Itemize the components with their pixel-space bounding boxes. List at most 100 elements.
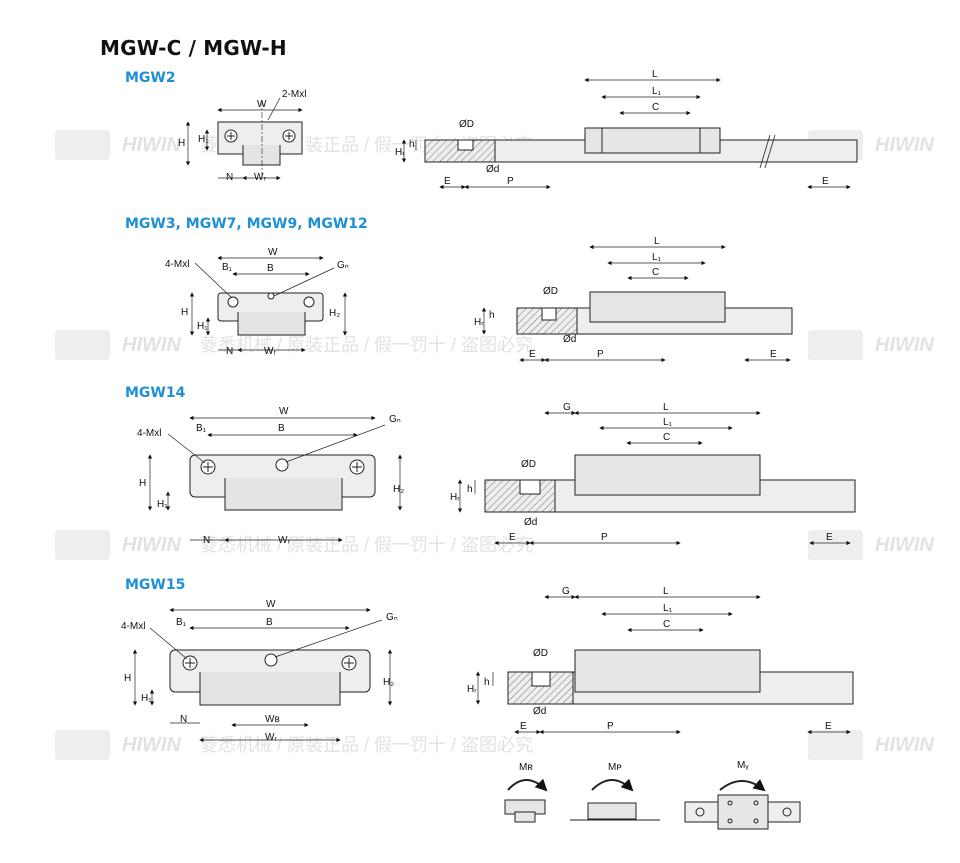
dim-h: h	[489, 310, 495, 321]
watermark-row-4: HIWIN 菱悉机械 / 原装正品 / 假一罚十 / 盗图必究 HIWIN	[55, 730, 934, 760]
dim-OD: ØD	[459, 119, 474, 130]
moment-MP-label: Mᴘ	[608, 762, 622, 773]
dim-B1: B₁	[196, 423, 207, 434]
dim-H2: H₂	[329, 308, 340, 319]
mgw14-front-view	[147, 415, 403, 543]
dim-C: C	[663, 432, 670, 443]
dim-N: N	[226, 172, 233, 183]
dim-h: h	[484, 677, 490, 688]
watermark-brand: HIWIN	[122, 134, 181, 156]
dim-B1: B₁	[176, 617, 187, 628]
mgw14-side-view	[457, 410, 856, 546]
watermark-brand: HIWIN	[875, 334, 934, 356]
mgw3-front-view	[189, 255, 348, 353]
dim-H: H	[124, 673, 131, 684]
watermark-brand: HIWIN	[122, 334, 181, 356]
dim-P: P	[601, 532, 608, 543]
dim-E-end: E	[770, 349, 777, 360]
dim-E-end: E	[825, 721, 832, 732]
dim-Gn: Gₙ	[389, 414, 401, 425]
watermark-text: 菱悉机械 / 原装正品 / 假一罚十 / 盗图必究	[200, 735, 533, 755]
dim-HR: Hᵣ	[467, 684, 477, 695]
dim-H1: H₁	[198, 134, 209, 145]
dim-N: N	[226, 346, 233, 357]
dim-N: N	[180, 714, 187, 725]
dim-WR: Wᵣ	[264, 346, 276, 357]
dim-L1: L₁	[652, 252, 662, 263]
dim-HR: Hᵣ	[395, 147, 405, 158]
dim-WR: Wᵣ	[254, 172, 266, 183]
mgw15-side-view	[475, 594, 854, 735]
dim-WB: Wʙ	[265, 714, 280, 725]
dim-od: Ød	[486, 164, 499, 175]
watermark-brand: HIWIN	[122, 534, 181, 556]
dim-od: Ød	[533, 706, 546, 717]
dim-E: E	[529, 349, 536, 360]
section-title-mgw14: MGW14	[125, 385, 186, 401]
dim-WR: Wᵣ	[265, 732, 277, 743]
dim-E-end: E	[822, 176, 829, 187]
watermark-text: 菱悉机械 / 原装正品 / 假一罚十 / 盗图必究	[200, 535, 533, 555]
dim-OD: ØD	[521, 459, 536, 470]
dim-H: H	[178, 138, 185, 149]
dim-C: C	[663, 619, 670, 630]
dim-E: E	[520, 721, 527, 732]
dim-H1: H₁	[141, 693, 152, 704]
dim-L: L	[654, 236, 660, 247]
label-mounting-screws: 4-Mxl	[137, 428, 161, 439]
dim-E: E	[509, 532, 516, 543]
page-title: MGW-C / MGW-H	[100, 36, 287, 60]
dim-B: B	[267, 263, 274, 274]
section-title-mgw15: MGW15	[125, 577, 186, 593]
dim-B: B	[278, 423, 285, 434]
dim-H1: H₁	[197, 321, 208, 332]
moment-MY-label: Mᵧ	[737, 760, 749, 771]
dim-H: H	[181, 307, 188, 318]
dim-P: P	[597, 349, 604, 360]
dim-L: L	[663, 586, 669, 597]
dim-W: W	[279, 406, 289, 417]
moment-MR-icon	[504, 778, 548, 823]
moment-MY-icon	[684, 779, 801, 830]
dim-N: N	[203, 535, 210, 546]
dim-HR: Hᵣ	[474, 317, 484, 328]
mgw15-front-view	[132, 607, 393, 743]
dim-H2: H₂	[383, 677, 394, 688]
dim-h: h	[467, 484, 473, 495]
dim-G: G	[563, 402, 571, 413]
dim-od: Ød	[524, 517, 537, 528]
dim-E: E	[444, 176, 451, 187]
label-mounting-screws: 4-Mxl	[165, 259, 189, 270]
dim-W: W	[257, 99, 267, 110]
dim-WR: Wᵣ	[278, 535, 290, 546]
watermark-row-2: HIWIN 菱悉机械 / 原装正品 / 假一罚十 / 盗图必究 HIWIN	[55, 330, 934, 360]
mgw2-front-view	[185, 97, 303, 181]
dim-H: H	[139, 478, 146, 489]
dim-H2: H₂	[393, 484, 404, 495]
watermark-brand: HIWIN	[875, 534, 934, 556]
dim-P: P	[607, 721, 614, 732]
dim-C: C	[652, 102, 659, 113]
moment-MP-icon	[570, 778, 660, 821]
watermark-brand: HIWIN	[122, 734, 181, 756]
dim-E-end: E	[826, 532, 833, 543]
dim-H1: H₁	[157, 499, 168, 510]
watermark-row-3: HIWIN 菱悉机械 / 原装正品 / 假一罚十 / 盗图必究 HIWIN	[55, 530, 934, 560]
dim-L1: L₁	[663, 417, 673, 428]
dim-W: W	[268, 247, 278, 258]
watermark-brand: HIWIN	[875, 734, 934, 756]
dim-OD: ØD	[533, 648, 548, 659]
dim-Gn: Gₙ	[386, 612, 398, 623]
dim-h: h	[409, 139, 415, 150]
dim-L1: L₁	[652, 86, 662, 97]
mgw2-side-view	[401, 77, 858, 190]
dim-L1: L₁	[663, 603, 673, 614]
dim-W: W	[266, 599, 276, 610]
dim-L: L	[663, 402, 669, 413]
label-mounting-screws: 4-Mxl	[121, 621, 145, 632]
dim-od: Ød	[563, 334, 576, 345]
dim-L: L	[652, 69, 658, 80]
section-title-mgw2: MGW2	[125, 70, 176, 86]
dim-B1: B₁	[222, 262, 233, 273]
